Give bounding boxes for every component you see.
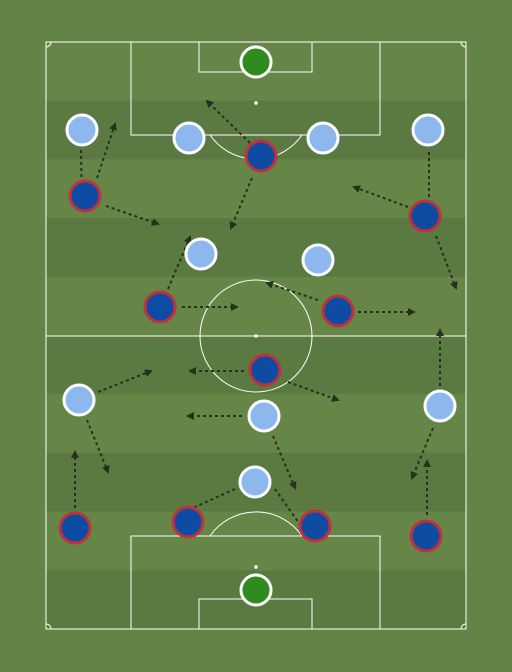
grass-stripes [46,42,466,629]
grass-stripe [46,511,466,571]
light-team-player-token[interactable] [65,113,99,147]
center-spot [254,334,258,338]
pitch-markings [45,41,467,630]
light-team-player-token[interactable] [172,121,206,155]
corner-arc-top-left [45,41,52,48]
grass-stripe [46,276,466,336]
dark-team-player-token[interactable] [244,139,278,173]
top-penalty-spot [254,101,258,105]
movement-arrow [287,381,340,402]
dark-team-player-token[interactable] [171,505,205,539]
dark-team-player-token[interactable] [58,511,92,545]
dark-team-player-token[interactable] [409,519,443,553]
corner-arc-bottom-left [45,623,52,630]
dark-team-player-token[interactable] [68,179,102,213]
players-layer [58,45,457,607]
bottom-penalty-spot [254,565,258,569]
dark-team-player-token[interactable] [298,509,332,543]
light-team-player-token[interactable] [306,121,340,155]
goalkeeper-token[interactable] [239,573,273,607]
center-circle [199,279,313,393]
corner-arc-top-right [460,41,467,48]
light-team-player-token[interactable] [301,243,335,277]
dark-team-player-token[interactable] [143,290,177,324]
dark-team-player-token[interactable] [408,199,442,233]
light-team-player-token[interactable] [184,237,218,271]
light-team-player-token[interactable] [238,465,272,499]
movement-arrow [205,99,251,144]
corner-arc-bottom-right [460,623,467,630]
light-team-player-token[interactable] [411,113,445,147]
light-team-player-token[interactable] [247,399,281,433]
grass-stripe [46,218,466,277]
goalkeeper-token[interactable] [239,45,273,79]
light-team-player-token[interactable] [62,383,96,417]
bottom-penalty-arc [209,511,303,537]
dark-team-player-token[interactable] [248,353,282,387]
movement-arrow [265,281,319,301]
dark-team-player-token[interactable] [321,294,355,328]
light-team-player-token[interactable] [423,389,457,423]
